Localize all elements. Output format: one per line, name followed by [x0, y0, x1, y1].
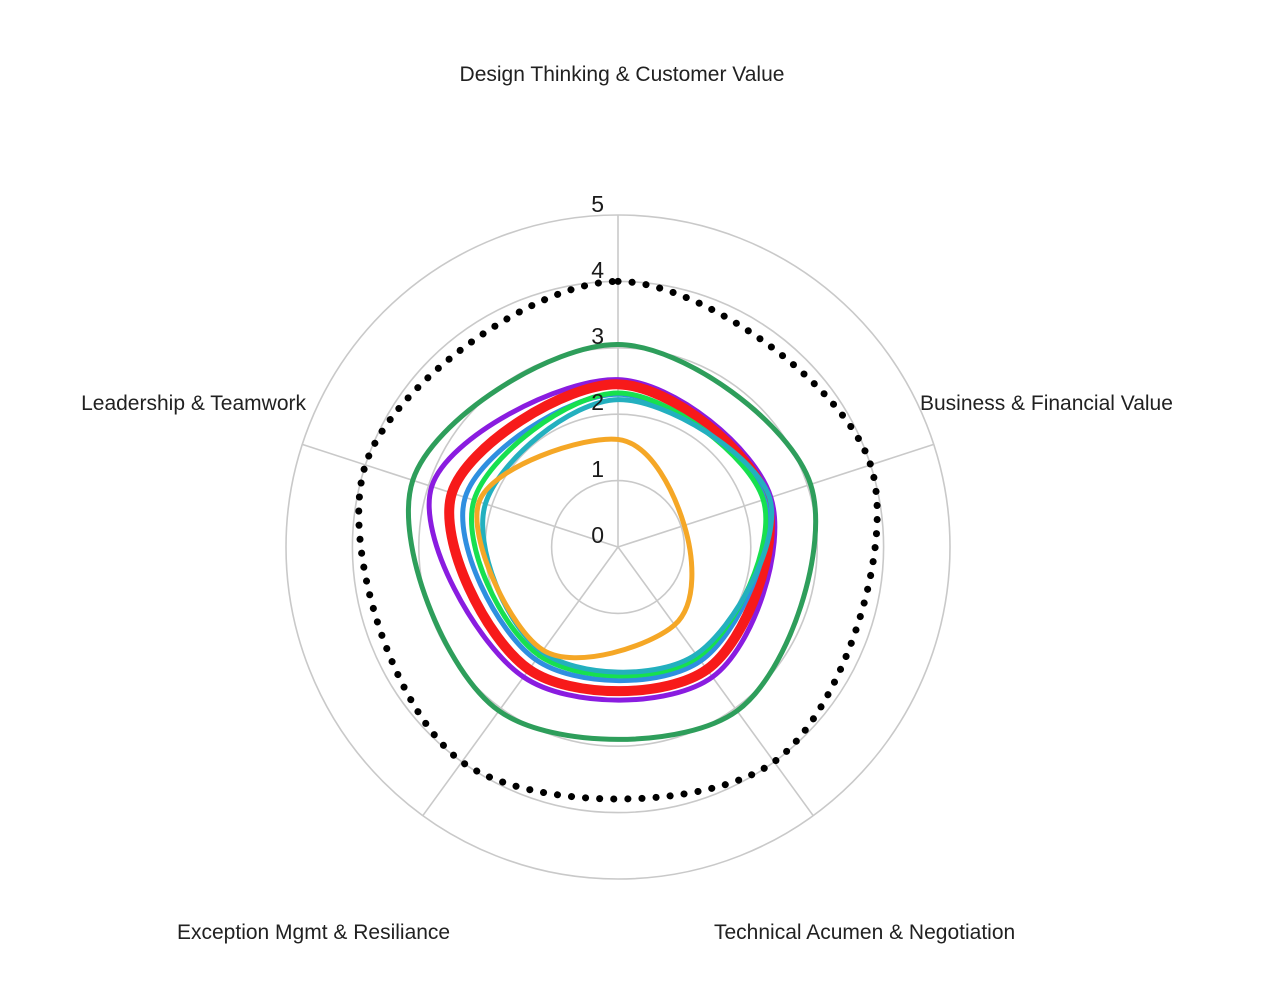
radar-series-target — [355, 277, 881, 803]
radar-series-series-green-dark — [406, 341, 819, 742]
radar-series-series-orange — [474, 436, 695, 661]
radial-tick-2: 2 — [591, 389, 604, 415]
radial-tick-3: 3 — [591, 323, 604, 349]
radial-tick-4: 4 — [591, 257, 604, 283]
radar-axis-label-4: Leadership & Teamwork — [81, 392, 306, 415]
radial-tick-0: 0 — [591, 522, 604, 548]
radar-spoke-1 — [617, 443, 934, 548]
radar-axis-label-3: Exception Mgmt & Resiliance — [177, 921, 450, 944]
radial-tick-labels: 0 1 2 3 4 5 — [591, 191, 604, 548]
radar-grid-spokes — [302, 215, 934, 817]
radar-axis-labels: Design Thinking & Customer ValueBusiness… — [81, 63, 1173, 944]
radar-spoke-3 — [422, 546, 619, 817]
radar-series-series-green-bright — [469, 390, 769, 679]
radar-axis-label-1: Business & Financial Value — [920, 392, 1173, 415]
radar-axis-label-0: Design Thinking & Customer Value — [460, 63, 785, 86]
radial-tick-1: 1 — [591, 456, 604, 482]
radial-tick-5: 5 — [591, 191, 604, 217]
radar-series-series-teal — [480, 397, 775, 675]
radar-series-layer — [355, 277, 881, 803]
radar-spoke-2 — [617, 546, 814, 817]
radar-axis-label-2: Technical Acumen & Negotiation — [714, 921, 1015, 944]
radar-spoke-4 — [302, 443, 619, 548]
